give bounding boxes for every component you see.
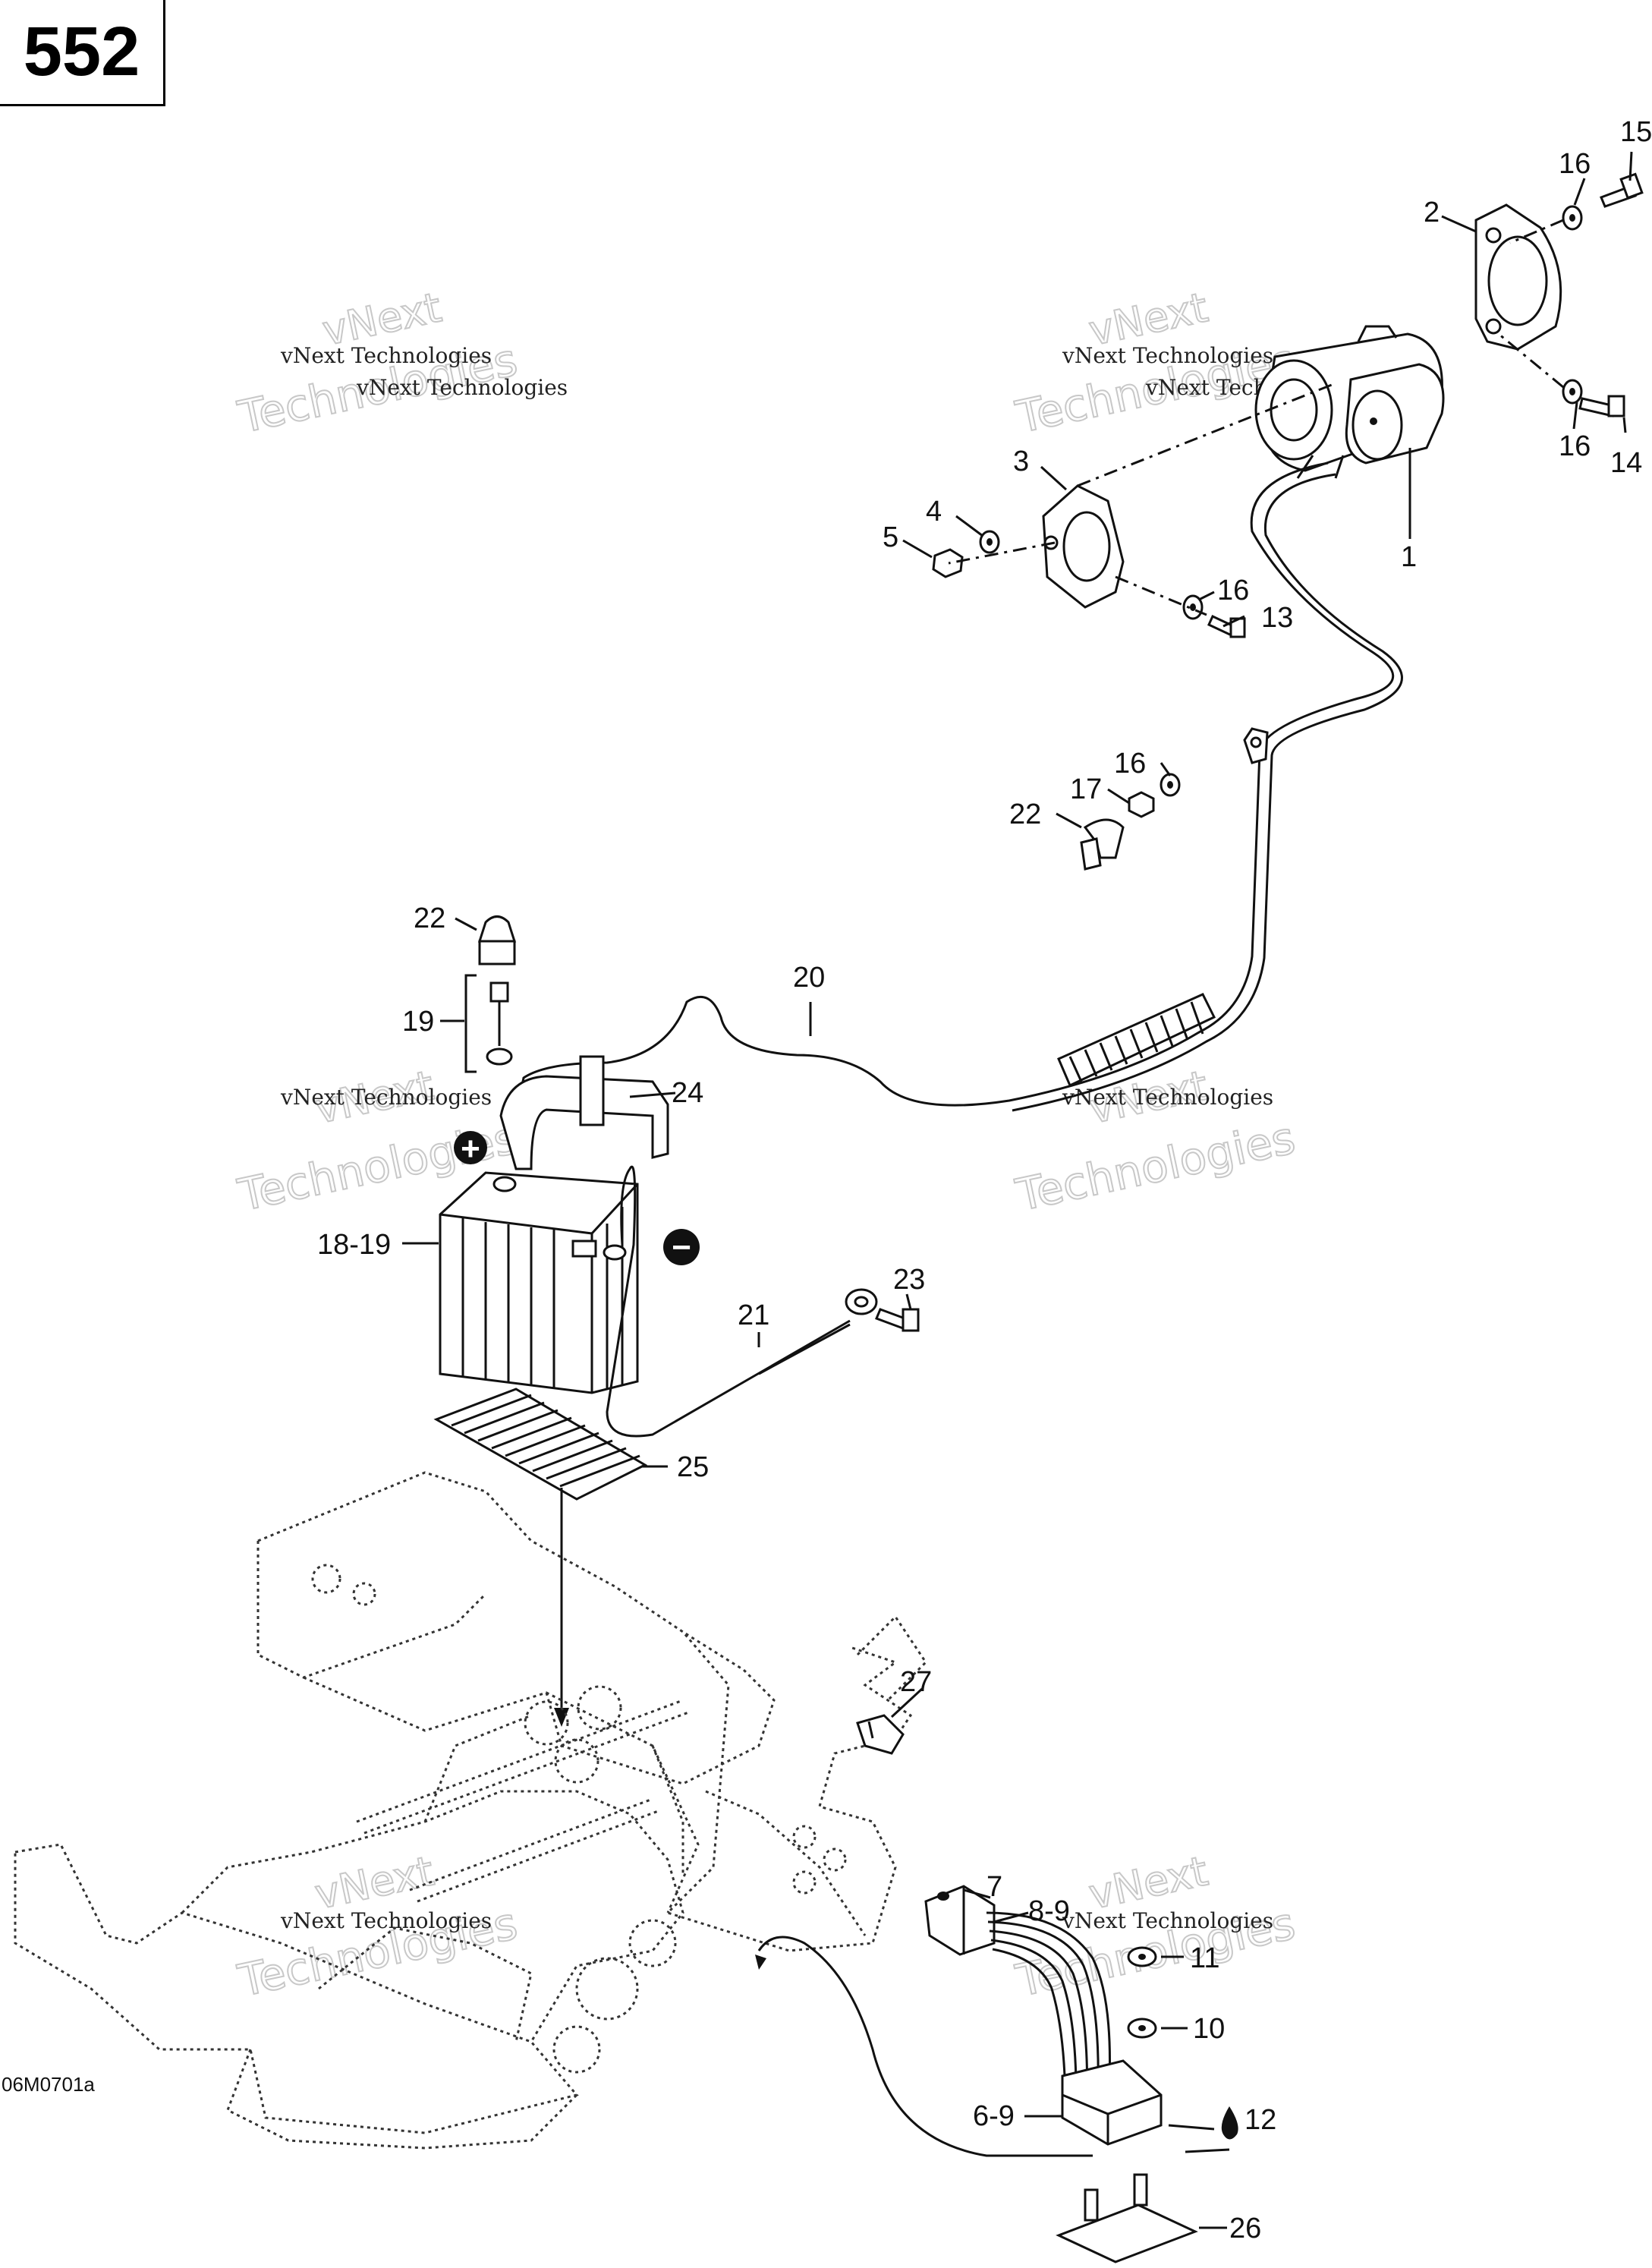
callout-2: 2 — [1424, 197, 1440, 228]
bolt-23 — [875, 1308, 920, 1332]
dielectric-grease-drop-12 — [1221, 2106, 1238, 2140]
axis-main-lower — [948, 541, 1056, 565]
terminal-cap-22-right — [1080, 818, 1125, 871]
washer-10 — [1127, 2018, 1157, 2039]
bolt-19 — [486, 981, 513, 1066]
watermark-mid-right: vNext Technologies vNext Technologies — [1011, 1060, 1301, 1222]
harness-wires-8-9 — [986, 1911, 1111, 2111]
washer-16-lower — [1160, 773, 1181, 797]
connector-7 — [924, 1885, 996, 1956]
hold-down-strap-24 — [499, 1055, 669, 1170]
page-number: 552 — [23, 13, 140, 90]
starter-front-bracket — [1042, 484, 1125, 609]
callout-25: 25 — [677, 1451, 709, 1483]
axis-rear-top — [1509, 219, 1564, 244]
callout-18-19: 18-19 — [317, 1229, 391, 1261]
callout-14: 14 — [1610, 447, 1642, 479]
vehicle-frame — [14, 1471, 927, 2150]
svg-text:vNext Technologies: vNext Technologies — [1062, 1908, 1273, 1933]
callout-3: 3 — [1013, 446, 1029, 477]
svg-text:−: − — [672, 1229, 691, 1266]
nut-17 — [1128, 791, 1155, 818]
negative-cable-21-lead — [758, 1323, 851, 1375]
callout-13: 13 — [1261, 602, 1293, 634]
axis-main-side — [1115, 575, 1207, 616]
svg-text:vNext Technologies: vNext Technologies — [280, 1085, 492, 1110]
callout-23: 23 — [893, 1264, 925, 1296]
callout-22-left: 22 — [414, 902, 445, 934]
bolt-15 — [1600, 172, 1644, 208]
terminal-cap-22-left — [477, 915, 517, 965]
callout-4: 4 — [926, 496, 942, 528]
svg-text:vNext Technologies: vNext Technologies — [1062, 343, 1273, 368]
drawing-code: 06M0701a — [2, 2073, 95, 2096]
washer-16-mid — [1182, 594, 1204, 620]
watermark-top-left: vNext Technologies vNext Technologies vN… — [233, 282, 568, 444]
callout-19: 19 — [402, 1006, 434, 1038]
page-number-box: 552 — [0, 0, 165, 106]
starter-rear-bracket — [1474, 203, 1562, 351]
callout-27: 27 — [900, 1666, 932, 1698]
svg-text:vNext Technologies: vNext Technologies — [1062, 1085, 1273, 1110]
battery-pad-25 — [433, 1388, 648, 1501]
washer-16-top — [1562, 205, 1583, 231]
ground-lug-21 — [845, 1288, 878, 1315]
callout-labels: 2 16 15 16 14 1 3 4 5 16 13 16 17 22 22 … — [317, 116, 1652, 2244]
callout-21: 21 — [738, 1299, 769, 1331]
negative-cable-21 — [606, 1165, 851, 1438]
callout-8-9: 8-9 — [1028, 1895, 1070, 1927]
bracket-19 — [464, 974, 477, 1073]
callout-16-right: 16 — [1559, 430, 1591, 462]
callout-6-9: 6-9 — [973, 2100, 1015, 2132]
washer-4 — [979, 530, 1000, 554]
callout-20: 20 — [793, 962, 825, 994]
svg-text:vNext Technologies: vNext Technologies — [356, 375, 568, 400]
washer-11 — [1127, 1946, 1157, 1967]
callout-22-right: 22 — [1009, 799, 1041, 830]
positive-cable-20-inner — [1012, 473, 1403, 1112]
positive-cable-20 — [514, 461, 1395, 1117]
leader-lines — [402, 151, 1633, 2229]
callout-7: 7 — [986, 1871, 1002, 1903]
negative-terminal-symbol: − — [663, 1229, 700, 1266]
callout-5: 5 — [883, 521, 898, 553]
nut-5 — [932, 548, 964, 578]
svg-text:Technologies: Technologies — [1012, 1112, 1300, 1221]
axis-rear-bottom — [1498, 332, 1564, 389]
bolt-14 — [1578, 395, 1625, 417]
callout-16-lower: 16 — [1114, 748, 1146, 780]
callout-17: 17 — [1070, 773, 1102, 805]
watermark-bottom-left: vNext Technologies vNext Technologies — [233, 1846, 523, 2008]
washer-16-right — [1562, 379, 1583, 405]
cable-lug-top — [1243, 727, 1269, 764]
svg-text:vNext Technologies: vNext Technologies — [280, 1908, 492, 1933]
harness-lead — [757, 1936, 1093, 2157]
regulator-6-9 — [1061, 2059, 1163, 2146]
axis-main-upper — [1077, 382, 1336, 487]
battery — [439, 1171, 639, 1394]
positive-terminal-symbol: + — [454, 1130, 487, 1167]
callout-24: 24 — [672, 1077, 703, 1109]
callout-16-top: 16 — [1559, 148, 1591, 180]
cable-sleeve — [1057, 993, 1216, 1088]
callout-1: 1 — [1401, 541, 1417, 573]
svg-text:vNext Technologies: vNext Technologies — [280, 343, 492, 368]
callout-26: 26 — [1229, 2213, 1261, 2244]
svg-text:+: + — [461, 1130, 480, 1167]
callout-11: 11 — [1190, 1942, 1219, 1974]
starter-motor — [1254, 325, 1445, 479]
callout-15: 15 — [1620, 116, 1652, 148]
clip-27 — [856, 1714, 905, 1755]
callout-10: 10 — [1193, 2013, 1225, 2045]
base-plate-26 — [1056, 2173, 1198, 2263]
callout-16-mid: 16 — [1217, 575, 1249, 606]
callout-12: 12 — [1245, 2104, 1276, 2136]
